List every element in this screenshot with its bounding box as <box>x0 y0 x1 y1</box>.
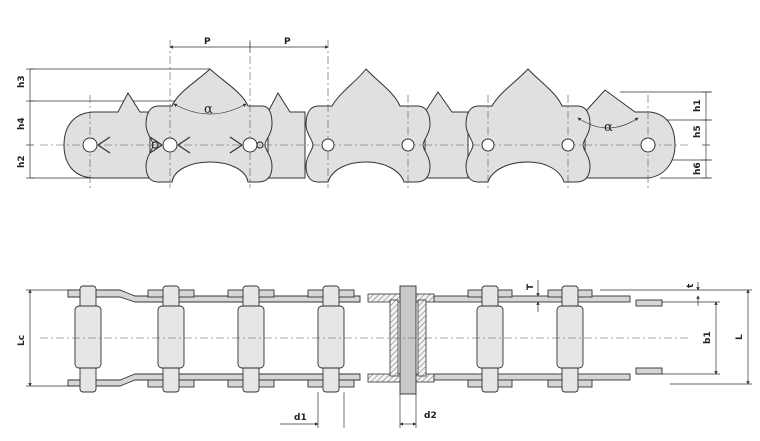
h4-label: h4 <box>17 117 27 130</box>
angle-label-2: α <box>604 120 613 135</box>
l-label: L <box>735 334 745 340</box>
pin-hole-2 <box>162 137 178 153</box>
attachment-plate-3 <box>465 68 591 183</box>
right-outer-plate-bottom <box>433 373 631 381</box>
cotter-pins <box>97 136 264 154</box>
pin-hole-6 <box>481 138 495 152</box>
end-plate-top <box>635 299 663 307</box>
pitch-label-2: P <box>284 37 291 47</box>
pitch-label-1: P <box>204 37 211 47</box>
lc-label: Lc <box>17 335 27 346</box>
top-view: P P α α h3 h4 h2 h1 h5 h6 <box>17 37 712 188</box>
angle-arc-1 <box>173 103 247 115</box>
pin-hole-4 <box>321 138 335 152</box>
vertical-centerlines <box>89 40 649 188</box>
h2-label: h2 <box>17 155 27 168</box>
pin-hole-8 <box>640 137 656 153</box>
attachment-plate-1 <box>145 68 273 183</box>
angle-arc-2 <box>577 117 639 129</box>
side-link-plate-2 <box>267 92 306 179</box>
angle-label-1: α <box>204 102 213 117</box>
rollers <box>74 285 584 393</box>
d1-label: d1 <box>294 413 307 423</box>
sectioned-pin <box>399 285 417 395</box>
h3-label: h3 <box>17 75 27 88</box>
h1-label: h1 <box>693 99 703 112</box>
h6-label: h6 <box>693 162 703 175</box>
right-outer-plate-top <box>433 295 631 303</box>
h5-label: h5 <box>693 125 703 138</box>
t-upper-label: T <box>526 283 536 290</box>
pin-hole-5 <box>401 138 415 152</box>
pin-hole-3 <box>242 137 258 153</box>
side-link-plate-3 <box>424 91 469 179</box>
side-link-plate-4 <box>584 89 676 179</box>
side-link-plate-1 <box>63 92 151 179</box>
end-plate-bottom <box>635 367 663 375</box>
pin-hole-7 <box>561 138 575 152</box>
attachment-plate-2 <box>305 68 431 183</box>
d2-label: d2 <box>424 411 437 421</box>
pin-hole-1 <box>82 137 98 153</box>
b1-label: b1 <box>703 331 713 344</box>
t-lower-label: t <box>686 283 696 288</box>
bottom-view: Lc b1 L T t d1 d2 <box>17 280 752 428</box>
